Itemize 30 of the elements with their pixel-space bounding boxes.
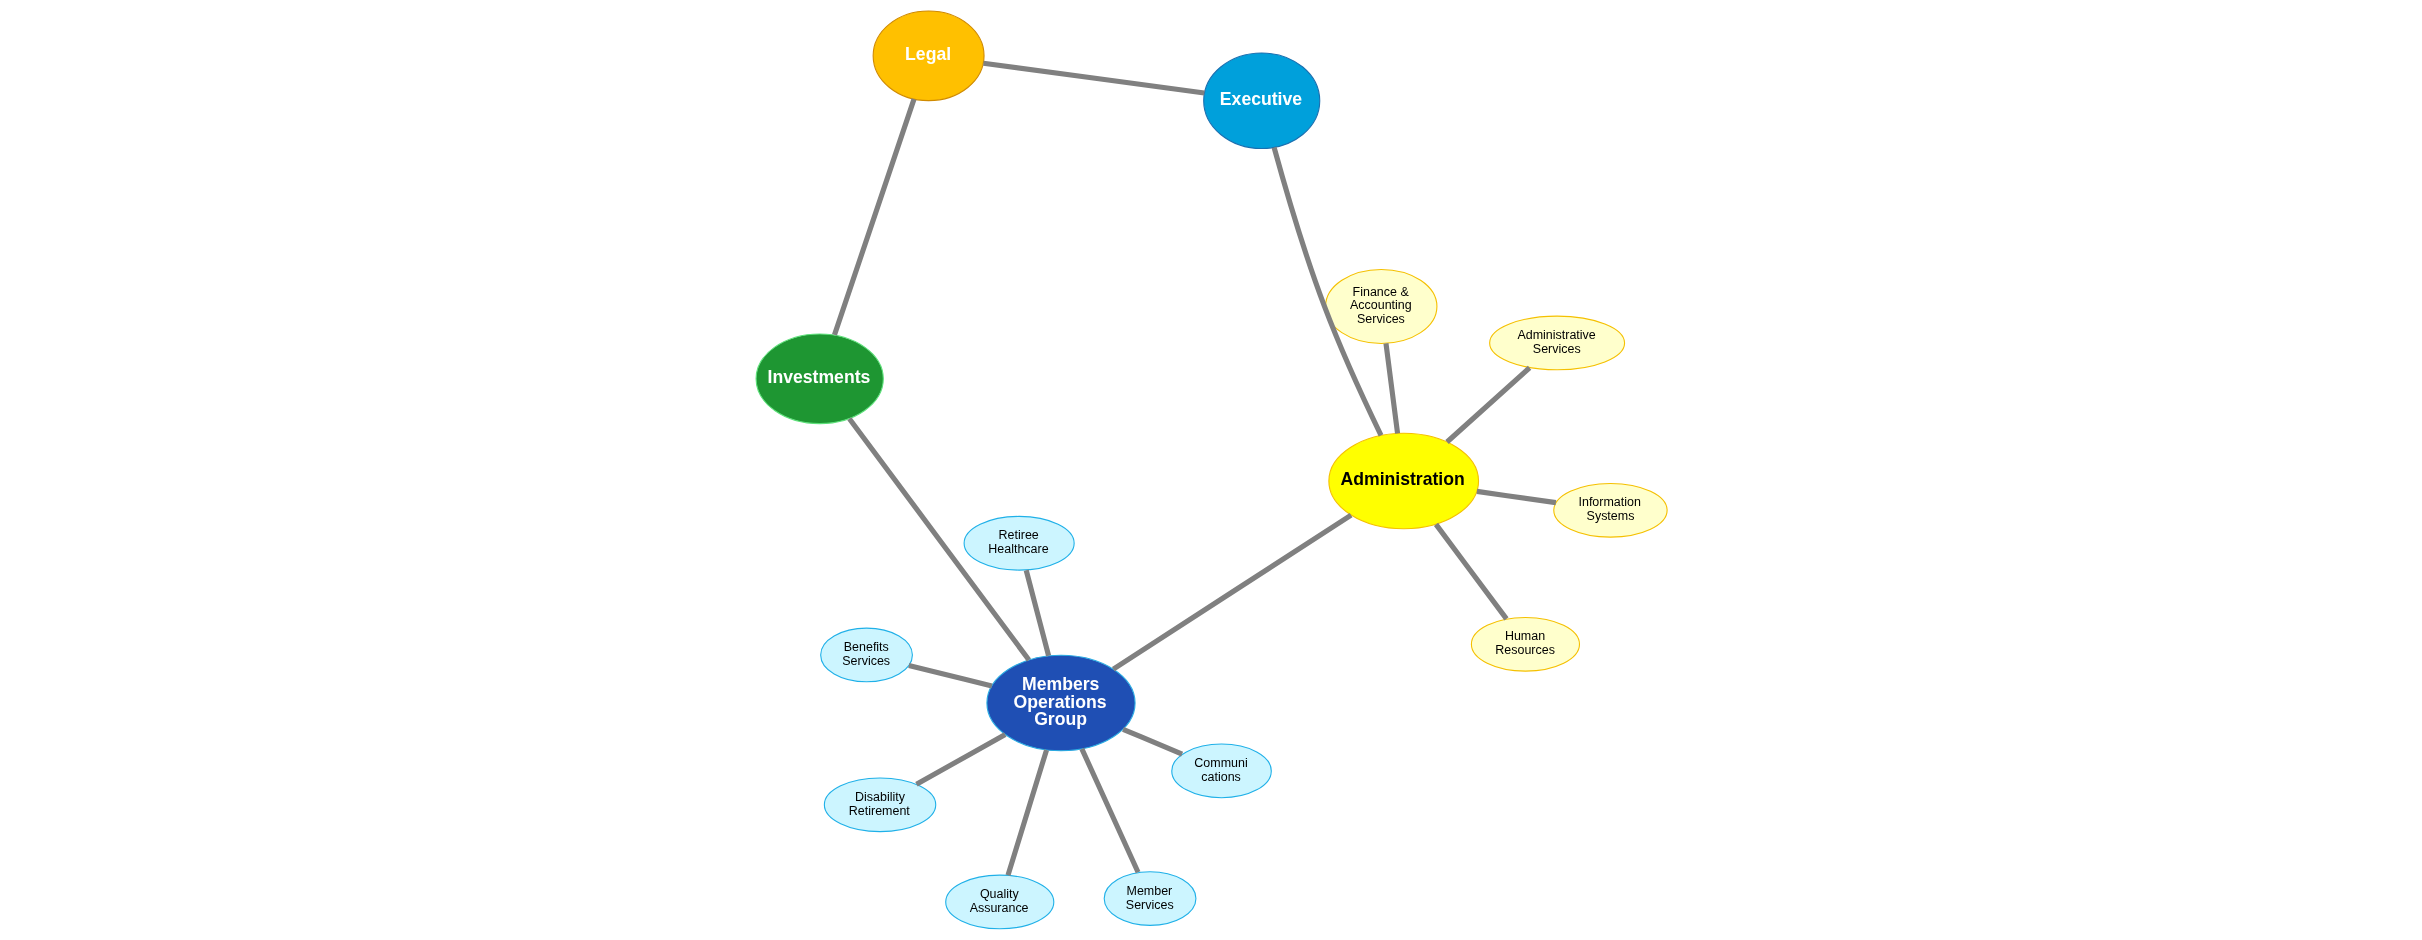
connector	[1271, 146, 1383, 437]
node-ellipse: Executive	[1202, 52, 1320, 150]
node-ellipse: Legal	[872, 10, 985, 102]
connector	[1476, 488, 1556, 506]
node-ellipse: Communi cations	[1170, 743, 1272, 799]
node-ellipse: Disability Retirement	[823, 777, 936, 833]
node-ellipse: Information Systems	[1552, 482, 1668, 538]
connector	[1433, 522, 1509, 621]
connector	[1005, 749, 1049, 876]
connector	[914, 732, 1006, 787]
connector	[1079, 747, 1140, 874]
connector	[1111, 512, 1352, 672]
node-ellipse: Administration	[1327, 432, 1479, 530]
node-ellipse: Investments	[755, 333, 884, 425]
connector	[1121, 726, 1183, 757]
connector	[1023, 569, 1051, 657]
connector	[907, 662, 992, 689]
node-ellipse: Quality Assurance	[944, 874, 1054, 930]
node-ellipse: Members Operations Group	[985, 654, 1136, 752]
node-ellipse: Human Resources	[1470, 616, 1580, 672]
connector	[1382, 342, 1400, 434]
connector	[1444, 365, 1531, 444]
node-ellipse: Administrative Services	[1488, 315, 1625, 371]
connector	[831, 98, 916, 336]
connector	[846, 417, 1031, 662]
node-ellipse: Benefits Services	[819, 627, 913, 683]
node-ellipse: Member Services	[1103, 871, 1196, 926]
connector	[982, 60, 1205, 96]
node-ellipse: Retiree Healthcare	[963, 515, 1075, 571]
node-ellipse: Finance & Accounting Services	[1324, 268, 1437, 345]
